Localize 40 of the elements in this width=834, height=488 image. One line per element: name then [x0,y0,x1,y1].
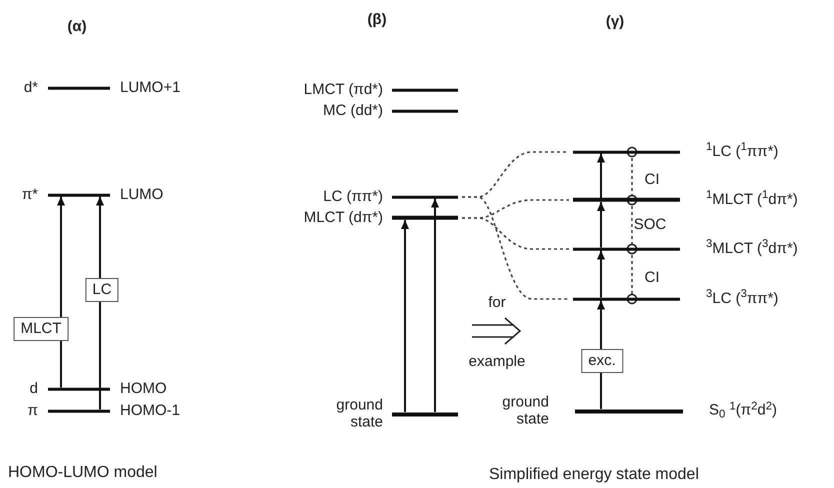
coupling-line [626,244,638,304]
arrow [597,250,605,298]
level-label: π* [22,186,38,204]
panel-label: (α) [67,18,87,35]
edge-label: SOC [632,216,668,234]
caption: HOMO-LUMO model [8,464,158,481]
level-label: d* [24,80,38,96]
transition-label-box: LC [85,278,119,302]
correlation-line [462,196,569,300]
arrow [597,202,605,248]
caption: Simplified energy state model [489,466,699,483]
level-label: MLCT (dπ*) [304,210,383,226]
annotation-text: for [488,294,506,311]
correlation-line [462,217,569,250]
level-label: LMCT (πd*) [304,82,383,98]
level-label: $^{1}$LC ($^{1}$ππ*) [706,142,778,160]
arrow [401,220,409,412]
level-label: MC (dd*) [322,102,383,120]
annotation-text: example [468,352,526,370]
panel-label: (γ) [606,12,624,30]
level-label: S$_{0}$ $^{1}$(π$^{2}$d$^{2}$) [709,402,777,419]
level-label: LUMO [120,186,164,203]
level-label: $^{3}$LC ($^{3}$ππ*) [706,290,778,307]
level-label: $^{3}$MLCT ($^{3}$dπ*) [706,240,798,257]
level-label: HOMO-1 [120,402,180,419]
arrow [431,198,439,412]
level-label: π [28,402,38,420]
arrow [597,154,605,198]
level-label: ground state [335,398,383,430]
panel-label: (β) [367,10,387,28]
transition-label-box: MLCT [14,317,68,341]
arrow [96,196,104,410]
level-label: ground state [502,394,549,428]
level-label: d [30,380,38,398]
level-label: $^{1}$MLCT ($^{1}$dπ*) [706,190,798,208]
transition-label-box: exc. [581,349,623,373]
level-label: LC (ππ*) [323,188,383,206]
level-label: LUMO+1 [120,78,180,96]
arrow [57,196,65,388]
level-label: HOMO [120,380,167,397]
